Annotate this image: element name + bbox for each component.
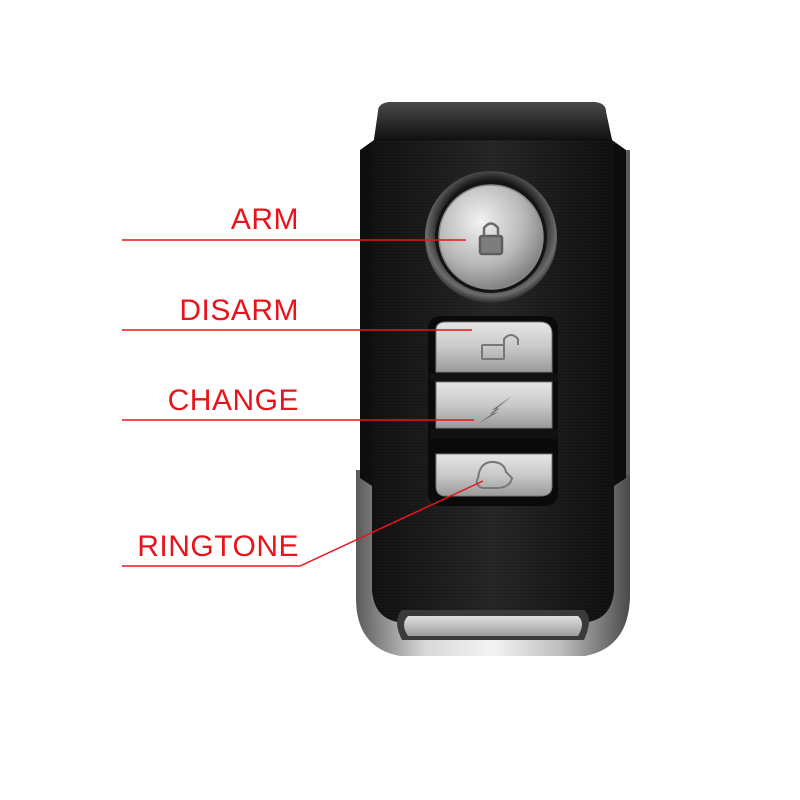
ringtone-callout-line <box>122 480 484 567</box>
callout-lines <box>122 239 484 567</box>
lock-icon <box>478 222 504 256</box>
lightning-icon <box>478 396 512 424</box>
bottom-slot <box>397 610 589 640</box>
change-label: CHANGE <box>167 384 299 417</box>
arm-button[interactable] <box>425 171 557 303</box>
unlock-icon <box>481 334 519 360</box>
ringtone-button[interactable] <box>435 453 553 497</box>
bell-icon <box>475 460 514 489</box>
arm-label: ARM <box>230 203 299 236</box>
disarm-label: DISARM <box>179 294 299 327</box>
change-button[interactable] <box>435 381 553 429</box>
disarm-button[interactable] <box>435 321 553 373</box>
ringtone-label: RINGTONE <box>137 530 299 563</box>
